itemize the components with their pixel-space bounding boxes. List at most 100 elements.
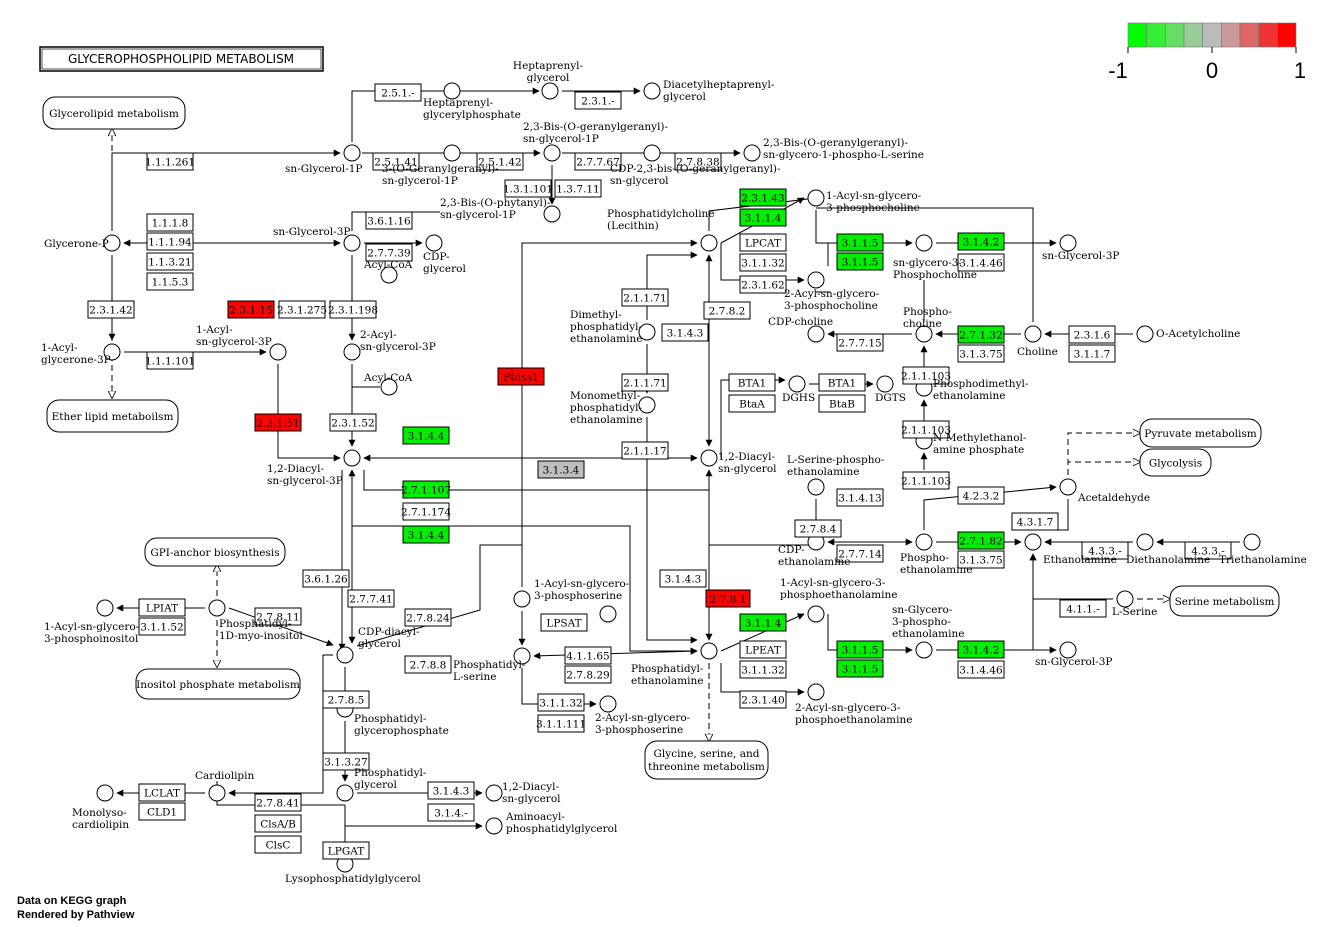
enzyme-box[interactable]: 2.1.1.103: [901, 366, 951, 385]
enzyme-box[interactable]: 2.3.1.62: [739, 275, 787, 294]
enzyme-box[interactable]: 2.1.1.103: [901, 420, 951, 439]
compound-node[interactable]: [807, 605, 825, 623]
compound-node[interactable]: [336, 784, 354, 802]
enzyme-box[interactable]: 3.1.1.5: [836, 640, 884, 659]
compound-node[interactable]: [269, 343, 287, 361]
enzyme-box[interactable]: 2.3.1.-: [574, 91, 622, 110]
enzyme-box[interactable]: 3.1.1.5: [836, 233, 884, 252]
enzyme-box[interactable]: 1.1.1.8: [146, 213, 194, 232]
enzyme-box[interactable]: 2.3.1.51: [254, 413, 302, 432]
enzyme-box[interactable]: 1.1.1.261: [145, 152, 195, 171]
enzyme-box[interactable]: 2.1.1.71: [621, 288, 669, 307]
enzyme-box[interactable]: 3.1.4.3: [661, 323, 709, 342]
enzyme-box[interactable]: 3.1.4.2: [957, 232, 1005, 251]
compound-node[interactable]: [543, 205, 561, 223]
enzyme-box[interactable]: 3.1.1.111: [536, 714, 586, 733]
enzyme-box[interactable]: 3.1.1.5: [836, 659, 884, 678]
compound-node[interactable]: [343, 144, 361, 162]
enzyme-box[interactable]: 4.3.3.-: [1184, 541, 1232, 560]
enzyme-box[interactable]: 4.3.3.-: [1081, 541, 1129, 560]
enzyme-box[interactable]: 3.1.3.4: [537, 460, 585, 479]
compound-node[interactable]: [807, 478, 825, 496]
compound-node[interactable]: [807, 683, 825, 701]
enzyme-box[interactable]: ClsA/B: [254, 814, 302, 833]
compound-node[interactable]: [543, 144, 561, 162]
compound-node[interactable]: [599, 695, 617, 713]
compound-node[interactable]: [643, 82, 661, 100]
compound-node[interactable]: [1136, 533, 1154, 551]
compound-node[interactable]: [1059, 478, 1077, 496]
compound-node[interactable]: [1136, 325, 1154, 343]
enzyme-box[interactable]: 3.1.4.46: [957, 660, 1005, 679]
compound-node[interactable]: [425, 234, 443, 252]
enzyme-box[interactable]: 2.7.7.15: [836, 333, 884, 352]
enzyme-box[interactable]: LPIAT: [138, 598, 186, 617]
enzyme-box[interactable]: 2.5.1.42: [476, 152, 524, 171]
enzyme-box[interactable]: LCLAT: [138, 783, 186, 802]
compound-node[interactable]: [343, 234, 361, 252]
enzyme-box[interactable]: 2.7.8.29: [564, 665, 612, 684]
enzyme-box[interactable]: 3.1.4.3: [659, 569, 707, 588]
enzyme-box[interactable]: 2.7.7.39: [365, 243, 413, 262]
enzyme-box[interactable]: LPCAT: [739, 233, 787, 252]
compound-node[interactable]: [343, 343, 361, 361]
enzyme-box[interactable]: 2.5.1.-: [374, 83, 422, 102]
compound-node[interactable]: [513, 590, 531, 608]
enzyme-box[interactable]: 2.7.8.8: [404, 655, 452, 674]
map-link[interactable]: Pyruvate metabolism: [1139, 418, 1262, 448]
map-link[interactable]: Glycolysis: [1139, 448, 1212, 477]
enzyme-box[interactable]: BTA1: [728, 373, 776, 392]
enzyme-box[interactable]: 1.1.1.94: [146, 232, 194, 251]
compound-node[interactable]: [807, 271, 825, 289]
enzyme-box[interactable]: 3.1.1.32: [739, 660, 787, 679]
enzyme-box[interactable]: 2.7.8.41: [254, 793, 302, 812]
enzyme-box[interactable]: 2.3.1.15: [227, 300, 275, 319]
compound-node[interactable]: [1116, 590, 1134, 608]
map-link[interactable]: Inositol phosphate metabolism: [135, 668, 301, 700]
compound-node[interactable]: [700, 642, 718, 660]
enzyme-box[interactable]: 1.3.1.101: [503, 179, 553, 198]
enzyme-box[interactable]: 3.1.4.46: [957, 253, 1005, 272]
compound-node[interactable]: [915, 234, 933, 252]
compound-node[interactable]: [743, 144, 761, 162]
enzyme-box[interactable]: 2.3.1.6: [1068, 325, 1116, 344]
enzyme-box[interactable]: BtaA: [728, 394, 776, 413]
compound-node[interactable]: [700, 449, 718, 467]
enzyme-box[interactable]: 3.1.4.3: [427, 781, 475, 800]
enzyme-box[interactable]: 2.3.1.43: [739, 188, 787, 207]
enzyme-box[interactable]: 3.1.4.2: [957, 640, 1005, 659]
enzyme-box[interactable]: 4.3.1.7: [1011, 512, 1059, 531]
compound-node[interactable]: [208, 599, 226, 617]
enzyme-box[interactable]: 3.1.1.4: [739, 208, 787, 227]
enzyme-box[interactable]: 3.1.1.5: [836, 252, 884, 271]
enzyme-box[interactable]: LPSAT: [540, 613, 588, 632]
enzyme-box[interactable]: 3.1.4.4: [402, 525, 450, 544]
enzyme-box[interactable]: 2.1.1.71: [621, 373, 669, 392]
compound-node[interactable]: [103, 234, 121, 252]
compound-node[interactable]: [1024, 533, 1042, 551]
enzyme-box[interactable]: 3.1.1.4: [739, 613, 787, 632]
compound-node[interactable]: [485, 784, 503, 802]
enzyme-box[interactable]: 3.1.1.7: [1068, 344, 1116, 363]
enzyme-box[interactable]: 4.1.1.-: [1059, 599, 1107, 618]
enzyme-box[interactable]: 1.1.5.3: [146, 272, 194, 291]
compound-node[interactable]: [638, 323, 656, 341]
compound-node[interactable]: [915, 641, 933, 659]
enzyme-box[interactable]: 3.1.4.13: [836, 488, 884, 507]
enzyme-box[interactable]: 2.7.7.41: [347, 589, 395, 608]
compound-node[interactable]: [807, 189, 825, 207]
map-link[interactable]: GPI-anchor biosynthesis: [144, 537, 286, 567]
enzyme-box[interactable]: 2.3.1.42: [87, 300, 135, 319]
map-link[interactable]: Serine metabolism: [1169, 585, 1280, 617]
compound-node[interactable]: [443, 144, 461, 162]
compound-node[interactable]: [643, 144, 661, 162]
compound-node[interactable]: [788, 375, 806, 393]
enzyme-box[interactable]: 2.7.8.5: [322, 690, 370, 709]
compound-node[interactable]: [1243, 533, 1261, 551]
enzyme-box[interactable]: ClsC: [254, 835, 302, 854]
enzyme-box[interactable]: Ptdss1: [497, 367, 545, 386]
compound-node[interactable]: [380, 378, 398, 396]
compound-node[interactable]: [876, 375, 894, 393]
enzyme-box[interactable]: 3.1.1.32: [537, 693, 585, 712]
compound-node[interactable]: [103, 343, 121, 361]
